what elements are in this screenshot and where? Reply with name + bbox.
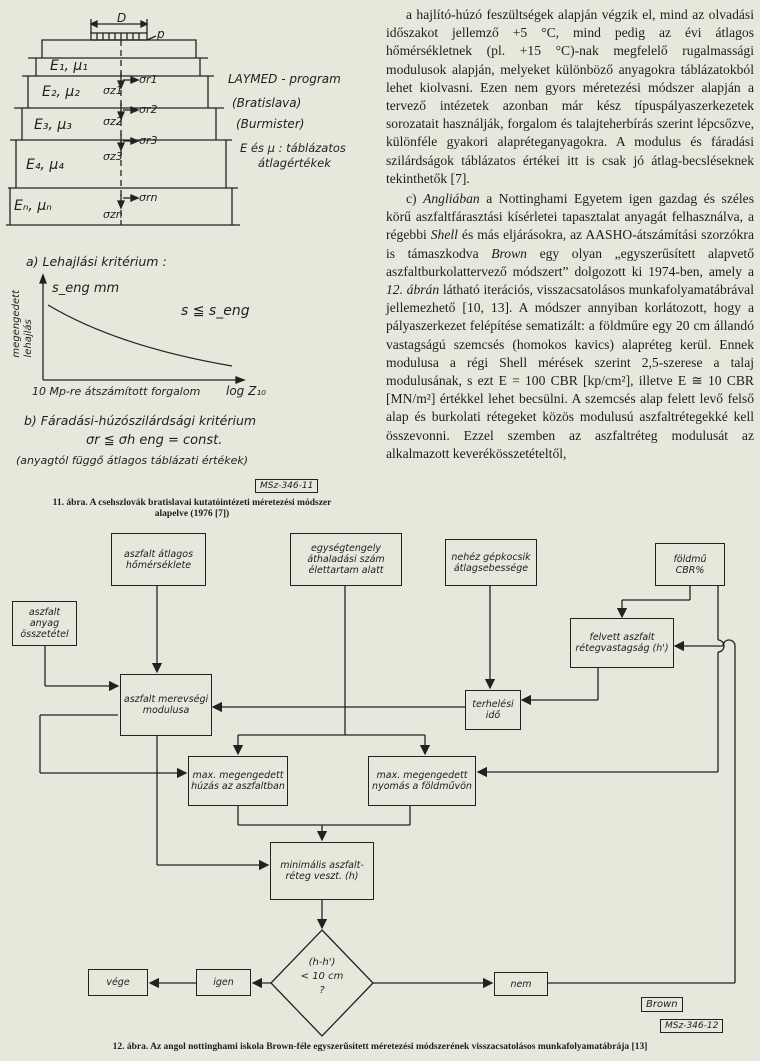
sigma-r3: σr3 xyxy=(139,134,158,147)
layer-1-label: E₁, μ₁ xyxy=(50,58,88,74)
box-axle-passes: egységtengely áthaladási szám élettartam… xyxy=(290,533,402,586)
layer-2-label: E₂, μ₂ xyxy=(42,84,80,100)
figure-11-caption: 11. ábra. A csehszlovák bratislavai kuta… xyxy=(52,498,332,519)
box-min-thickness: minimális aszfalt-réteg veszt. (h) xyxy=(270,842,374,900)
box-end: vége xyxy=(88,969,148,996)
sigma-rn: σrn xyxy=(139,191,158,204)
box-stiffness-modulus: aszfalt merevségi modulusa xyxy=(120,674,212,736)
burmister-label: (Burmister) xyxy=(236,117,305,131)
sigma-z2: σz2 xyxy=(103,115,123,128)
emu-note-line2: átlagértékek xyxy=(258,156,331,170)
log-z10-label: log Z₁₀ xyxy=(226,384,266,398)
box-subgrade-cbr: földmű CBR% xyxy=(655,543,725,586)
x-axis-forgalom: 10 Mp-re átszámított forgalom xyxy=(32,385,201,398)
sigma-zn: σzn xyxy=(103,208,123,221)
body-text-column: a hajlító-húzó feszültségek alapján végz… xyxy=(386,6,754,463)
laymed-program-label: LAYMED - program xyxy=(228,72,341,86)
brown-label: Brown xyxy=(641,997,683,1012)
emu-note-line1: E és μ : táblázatos xyxy=(240,141,346,155)
paragraph-1: a hajlító-húzó feszültségek alapján végz… xyxy=(386,7,754,186)
load-p-label: p xyxy=(157,27,165,41)
box-asphalt-temperature: aszfalt átlagos hőmérséklete xyxy=(111,533,206,586)
figure-12-reference: MSz-346-12 xyxy=(660,1019,724,1033)
figure-11-reference: MSz-346-11 xyxy=(255,479,319,493)
decision-text: (h-h')< 10 cm? xyxy=(300,957,344,996)
figure-11-drawing xyxy=(6,19,246,384)
s-le-s-eng-label: s ≦ s_eng xyxy=(181,303,250,319)
box-loading-time: terhelési idő xyxy=(465,690,521,730)
box-yes: igen xyxy=(196,969,251,996)
sigma-equation: σr ≦ σh eng = const. xyxy=(86,433,223,448)
layer-3-label: E₃, μ₃ xyxy=(34,117,72,133)
box-no: nem xyxy=(494,972,548,996)
box-asphalt-composition: aszfalt anyag összetétel xyxy=(12,601,77,646)
sigma-z3: σz3 xyxy=(103,150,123,163)
criterion-b-label: b) Fáradási-húzószilárdsági kritérium xyxy=(24,413,257,428)
sigma-r2: σr2 xyxy=(139,103,158,116)
box-max-tension: max. megengedett húzás az aszfaltban xyxy=(188,756,288,806)
dimension-d-label: D xyxy=(117,11,127,25)
sigma-z1: σz1 xyxy=(103,84,123,97)
box-assumed-thickness: felvett aszfalt rétegvastagság (h') xyxy=(570,618,674,668)
s-eng-label: s_eng mm xyxy=(52,281,120,296)
sigma-r1: σr1 xyxy=(139,73,158,86)
box-max-compression: max. megengedett nyomás a földművön xyxy=(368,756,476,806)
criterion-a-label: a) Lehajlási kritérium : xyxy=(26,254,167,269)
material-note: (anyagtól függő átlagos táblázati értéke… xyxy=(16,454,249,467)
bratislava-label: (Bratislava) xyxy=(232,96,302,110)
box-truck-speed: nehéz gépkocsik átlagsebessége xyxy=(445,539,537,586)
figure-12-caption: 12. ábra. Az angol nottinghami iskola Br… xyxy=(112,1042,648,1052)
layer-4-label: E₄, μ₄ xyxy=(26,157,64,173)
paragraph-2: c) Angliában a Nottinghami Egyetem igen … xyxy=(386,191,754,461)
layer-n-label: Eₙ, μₙ xyxy=(14,198,52,214)
